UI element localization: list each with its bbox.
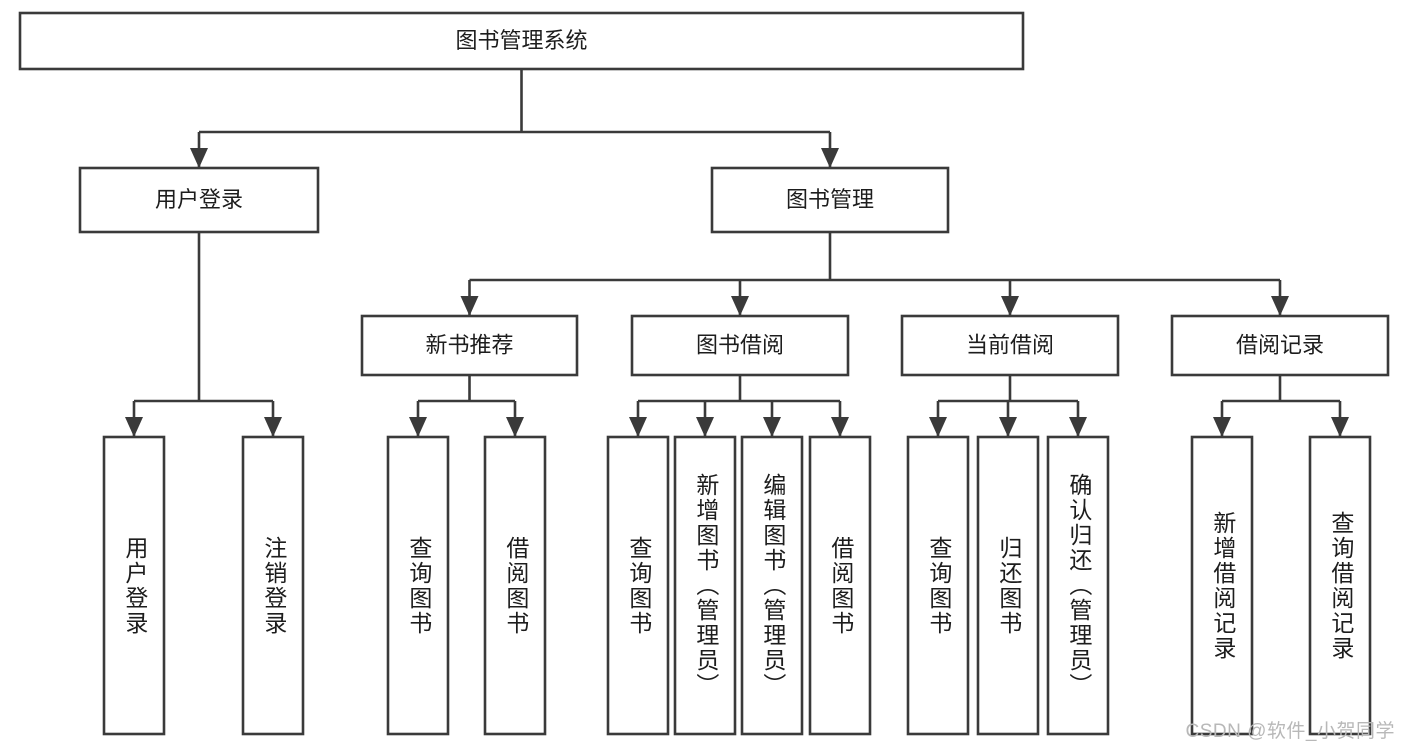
- node-label: 图书借阅: [696, 332, 784, 357]
- arrow-head-icon: [1271, 296, 1289, 316]
- node-label: 当前借阅: [966, 332, 1054, 357]
- node-label: 借阅记录: [1236, 332, 1324, 357]
- node-leaf-borrow-book-new[interactable]: [483, 435, 547, 736]
- node-leaf-return-book[interactable]: [976, 435, 1040, 736]
- watermark-text: CSDN @软件_小贺同学: [1185, 721, 1395, 742]
- arrow-head-icon: [831, 417, 849, 437]
- arrow-head-icon: [1213, 417, 1231, 437]
- arrow-head-icon: [506, 417, 524, 437]
- node-leaf-user-logout[interactable]: [241, 435, 305, 736]
- node-box[interactable]: [102, 435, 166, 736]
- arrow-head-icon: [929, 417, 947, 437]
- arrow-head-icon: [1001, 296, 1019, 316]
- node-leaf-borrow-book[interactable]: [808, 435, 872, 736]
- node-root[interactable]: [18, 11, 1025, 71]
- node-box[interactable]: [1190, 435, 1254, 736]
- arrow-head-icon: [1331, 417, 1349, 437]
- node-leaf-query-book-current[interactable]: [906, 435, 970, 736]
- node-box[interactable]: [740, 435, 804, 736]
- node-leaf-query-book-new[interactable]: [386, 435, 450, 736]
- node-leaf-query-record[interactable]: [1308, 435, 1372, 736]
- node-box[interactable]: [808, 435, 872, 736]
- node-newbook[interactable]: [360, 314, 579, 377]
- node-label: 图书管理系统: [455, 28, 587, 53]
- node-login[interactable]: [78, 166, 320, 234]
- node-records[interactable]: [1170, 314, 1390, 377]
- node-box[interactable]: [606, 435, 670, 736]
- arrow-head-icon: [125, 417, 143, 437]
- node-leaf-add-record[interactable]: [1190, 435, 1254, 736]
- node-borrow[interactable]: [630, 314, 850, 377]
- arrow-head-icon: [409, 417, 427, 437]
- node-box[interactable]: [673, 435, 737, 736]
- arrow-head-icon: [999, 417, 1017, 437]
- node-box[interactable]: [976, 435, 1040, 736]
- arrow-head-icon: [763, 417, 781, 437]
- arrow-head-icon: [1069, 417, 1087, 437]
- arrow-head-icon: [731, 296, 749, 316]
- node-leaf-add-book[interactable]: [673, 435, 737, 736]
- node-leaf-confirm-return[interactable]: [1046, 435, 1110, 736]
- node-box[interactable]: [900, 314, 1120, 377]
- node-box[interactable]: [630, 314, 850, 377]
- node-label: 新书推荐: [425, 332, 513, 357]
- node-leaf-edit-book[interactable]: [740, 435, 804, 736]
- node-box[interactable]: [241, 435, 305, 736]
- arrow-head-icon: [629, 417, 647, 437]
- arrow-head-icon: [821, 148, 839, 168]
- node-label: 用户登录: [155, 187, 243, 212]
- node-box[interactable]: [1046, 435, 1110, 736]
- node-box[interactable]: [710, 166, 950, 234]
- node-box[interactable]: [1170, 314, 1390, 377]
- node-bookmgmt[interactable]: [710, 166, 950, 234]
- node-leaf-user-login[interactable]: [102, 435, 166, 736]
- arrow-head-icon: [190, 148, 208, 168]
- node-box[interactable]: [78, 166, 320, 234]
- node-current[interactable]: [900, 314, 1120, 377]
- arrow-head-icon: [696, 417, 714, 437]
- node-box[interactable]: [1308, 435, 1372, 736]
- node-box[interactable]: [386, 435, 450, 736]
- arrow-head-icon: [460, 296, 479, 316]
- node-box[interactable]: [483, 435, 547, 736]
- node-box[interactable]: [906, 435, 970, 736]
- arrow-head-icon: [264, 417, 282, 437]
- node-box[interactable]: [18, 11, 1025, 71]
- node-leaf-query-book-borrow[interactable]: [606, 435, 670, 736]
- node-label: 图书管理: [786, 187, 874, 212]
- node-box[interactable]: [360, 314, 579, 377]
